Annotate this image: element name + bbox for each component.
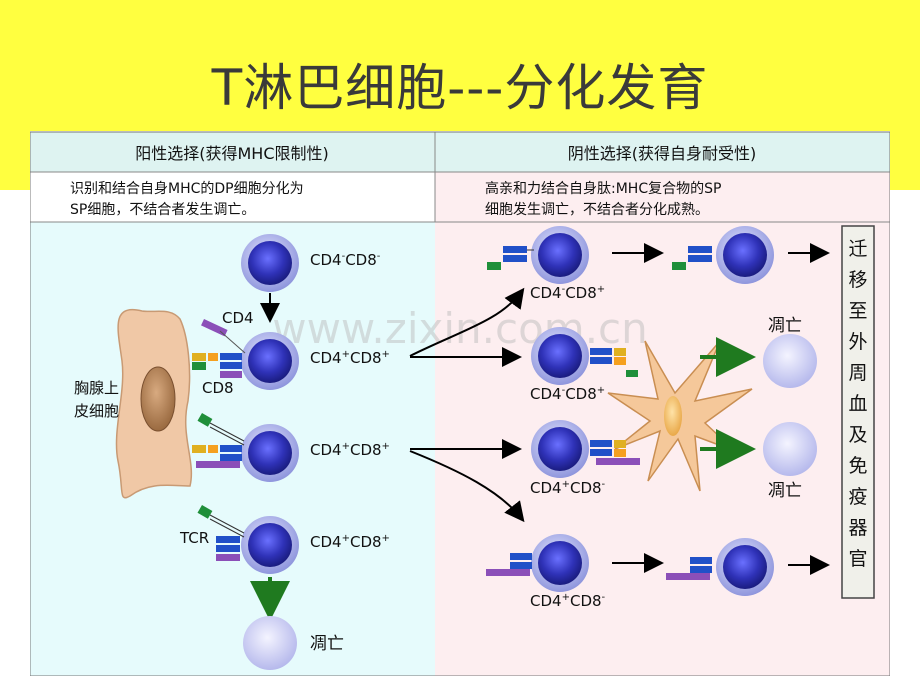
apoptosis-label-right-1: 凋亡	[768, 316, 802, 336]
arrow-dp-to-cd4sp-2	[409, 450, 525, 523]
migrate-char: 及	[848, 424, 867, 446]
thymic-epithelium-label-2: 皮细胞	[74, 402, 119, 420]
diagram-svg: 阳性选择(获得MHC限制性) 阴性选择(获得自身耐受性) 识别和结合自身MHC的…	[30, 131, 890, 676]
positive-desc-line2: SP细胞，不结合者发生调亡。	[70, 202, 255, 218]
cd4-sp-cell-1	[531, 420, 589, 478]
cd8-sp-label-2: CD4-CD8+	[530, 385, 605, 403]
cd8-sp-label-1: CD4-CD8+	[530, 284, 605, 302]
dp-cell-label-3: CD4+CD8+	[310, 533, 390, 551]
slide-title: T淋巴细胞---分化发育	[211, 59, 709, 117]
tcr-mhc-complex-2	[192, 413, 245, 468]
apoptotic-cell-left	[243, 616, 297, 670]
dn-cell-label: CD4-CD8-	[310, 251, 381, 269]
dp-thymocyte-2	[241, 424, 299, 482]
cd4-sp-cell-2	[531, 534, 589, 592]
apoptosis-label-left: 凋亡	[310, 634, 344, 654]
cd8-sp-cell-2	[531, 327, 589, 385]
negative-selection-header: 阴性选择(获得自身耐受性)	[568, 144, 757, 163]
mature-cd8-cell-1	[716, 226, 774, 284]
tcr-label: TCR	[179, 529, 209, 547]
dp-cell-label-1: CD4+CD8+	[310, 349, 390, 367]
migrate-char: 迁	[848, 238, 867, 260]
cd4-label: CD4	[222, 309, 254, 327]
title-band	[0, 0, 920, 135]
positive-selection-header: 阳性选择(获得MHC限制性)	[135, 144, 329, 163]
migrate-char: 外	[848, 331, 867, 353]
cd4-receptor	[201, 319, 246, 354]
cd4-sp-label-1: CD4+CD8-	[530, 479, 606, 497]
selection-diagram: 阳性选择(获得MHC限制性) 阴性选择(获得自身耐受性) 识别和结合自身MHC的…	[30, 131, 890, 676]
dendritic-nucleus	[664, 396, 682, 436]
tcr-cd4-mature	[666, 557, 712, 580]
epithelial-nucleus	[140, 366, 176, 432]
tcr-cd8-1	[487, 246, 534, 270]
migrate-char: 官	[848, 548, 867, 570]
tcr-unbound	[197, 505, 245, 561]
tcr-mhc-negative-1	[590, 348, 638, 377]
mature-cd4-cell	[716, 538, 774, 596]
migrate-box	[841, 225, 875, 599]
watermark: www.zixin.com.cn	[272, 304, 648, 353]
tcr-cd8-mature-1	[672, 246, 712, 270]
tcr-mhc-negative-2	[590, 440, 640, 465]
positive-header-box	[30, 131, 436, 173]
apoptotic-cell-right-2	[763, 422, 817, 476]
migrate-char: 疫	[848, 486, 867, 508]
migrate-char: 器	[848, 517, 867, 539]
apoptosis-label-right-2: 凋亡	[768, 481, 802, 501]
negative-desc-box	[434, 171, 890, 223]
dn-thymocyte	[241, 234, 299, 292]
dp-thymocyte-1	[241, 332, 299, 390]
dp-cell-label-2: CD4+CD8+	[310, 441, 390, 459]
negative-desc-line2: 细胞发生调亡，不结合者分化成熟。	[485, 202, 709, 218]
negative-header-box	[434, 131, 890, 173]
dp-thymocyte-3	[241, 516, 299, 574]
negative-desc-line1: 高亲和力结合自身肽:MHC复合物的SP	[485, 180, 721, 197]
cd4-sp-label-2: CD4+CD8-	[530, 592, 606, 610]
tcr-cd4-2	[486, 553, 532, 576]
migrate-char: 移	[848, 269, 867, 291]
apoptotic-cell-right-1	[763, 334, 817, 388]
cd8-sp-cell-1	[531, 226, 589, 284]
migrate-char: 血	[848, 393, 867, 415]
cd8-label: CD8	[202, 379, 234, 397]
positive-desc-line1: 识别和结合自身MHC的DP细胞分化为	[70, 181, 304, 197]
arrow-dp-to-cd8sp	[409, 287, 525, 357]
migrate-char: 至	[848, 300, 867, 322]
thymic-epithelium-label-1: 胸腺上	[74, 379, 119, 397]
migrate-char: 周	[848, 362, 867, 384]
migrate-char: 免	[848, 455, 867, 477]
tcr-mhc-complex-1	[192, 353, 242, 378]
diagram-border	[30, 131, 890, 676]
